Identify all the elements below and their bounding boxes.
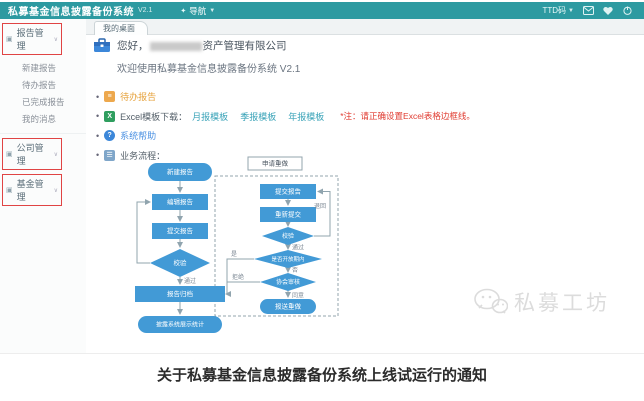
main-content: 您好， 资产管理有限公司 欢迎使用私募基金信息披露备份系统 V2.1 • ≡ 待办…: [86, 35, 644, 353]
watermark: 私募工坊: [474, 287, 610, 317]
redacted-company-name: [149, 41, 202, 51]
tab-my-desktop[interactable]: 我的桌面: [94, 21, 148, 35]
power-icon[interactable]: [623, 6, 634, 15]
sidebar-item-new-report[interactable]: 新建报告: [22, 62, 57, 73]
folder-icon: ▣: [6, 187, 13, 194]
sidebar-group-label: 公司管理: [16, 143, 44, 166]
nav-label: 导航: [189, 5, 207, 16]
notice-list: • ≡ 待办报告 • X Excel模板下载： 月报模板 季报模板 年报模板 *…: [96, 91, 475, 169]
node-resubmit: 重新提交: [275, 210, 302, 219]
folder-icon: ▣: [6, 36, 13, 43]
list-item: • ≡ 待办报告: [96, 91, 475, 102]
redo-box-title: 申请重做: [262, 159, 289, 168]
node-open-period: 是否开放期内: [271, 255, 304, 263]
annual-template-link[interactable]: 年报模板: [288, 111, 325, 122]
notebook-icon: ≡: [104, 91, 116, 102]
excel-icon: X: [104, 110, 116, 122]
briefcase-icon: [94, 38, 110, 52]
app-version: V2.1: [138, 7, 153, 14]
greeting-row: 您好， 资产管理有限公司: [93, 38, 287, 53]
node-assoc-review: 协会审核: [276, 278, 300, 286]
sidebar-group-label: 报告管理: [16, 28, 44, 51]
sidebar: ▣ 报告管理 ∨ 新建报告 待办报告 已完成报告 我的消息 ▣ 公司管理 ∨ ▣…: [0, 19, 87, 353]
node-new-report: 新建报告: [167, 167, 194, 176]
greeting-suffix: 资产管理有限公司: [202, 40, 287, 52]
chevron-icon: ∨: [53, 151, 58, 158]
edge-label-no: 否: [292, 267, 298, 274]
greeting-prefix: 您好，: [117, 40, 149, 52]
redo-flow: 提交报告 重新提交 校验 是否开放期内 协会审核 报送重做: [254, 184, 322, 314]
chevron-icon: ∨: [53, 36, 58, 43]
main-flow: 新建报告 编辑报告 提交报告 校验 报告归档 披露系统展示统计: [135, 163, 225, 333]
greeting-text: 您好， 资产管理有限公司: [117, 38, 287, 53]
help-icon: ?: [104, 130, 116, 141]
redo-box: [214, 175, 339, 317]
todo-reports-link[interactable]: 待办报告: [120, 92, 157, 102]
edge-label-back: 退回: [314, 202, 326, 210]
bullet-dot: •: [96, 111, 100, 121]
node-display-stats: 披露系统展示统计: [156, 321, 204, 329]
sidebar-submenu: 新建报告 待办报告 已完成报告 我的消息: [0, 59, 86, 127]
tab-bar: 我的桌面: [86, 19, 644, 35]
chevron-icon: ∨: [53, 187, 58, 194]
excel-download-label: Excel模板下载：: [120, 111, 188, 122]
edge-label-refuse: 拒绝: [232, 273, 244, 281]
sidebar-item-todo-report[interactable]: 待办报告: [22, 79, 57, 90]
process-icon: ☰: [104, 149, 116, 161]
wechat-logo-icon: [474, 288, 508, 314]
node-redo-validate: 校验: [282, 232, 294, 240]
list-item: • X Excel模板下载： 月报模板 季报模板 年报模板 *注：请正确设置Ex…: [96, 110, 475, 122]
edge-label-pass: 通过: [292, 244, 304, 252]
monthly-template-link[interactable]: 月报模板: [192, 111, 229, 122]
node-validate: 校验: [174, 258, 188, 267]
edge-label-agree: 同意: [292, 292, 304, 300]
excel-note: *注：请正确设置Excel表格边框线。: [340, 111, 475, 121]
quarterly-template-link[interactable]: 季报模板: [240, 111, 277, 122]
sidebar-group-label: 基金管理: [16, 179, 44, 202]
bullet-dot: •: [96, 91, 100, 102]
node-edit-report: 编辑报告: [167, 197, 194, 206]
message-icon[interactable]: [583, 6, 594, 15]
sidebar-group-report-mgmt[interactable]: ▣ 报告管理 ∨: [2, 23, 62, 55]
edge-label-yes: 是: [231, 251, 237, 258]
app-window: 私募基金信息披露备份系统 V2.1 ✦ 导航 ▼ TTD码 ▼ ▣: [0, 2, 644, 354]
sidebar-group-company-mgmt[interactable]: ▣ 公司管理 ∨: [2, 138, 62, 170]
user-menu[interactable]: TTD码 ▼: [542, 5, 574, 16]
list-item: • ☰ 业务流程：: [96, 149, 475, 161]
list-item: • ? 系统帮助: [96, 130, 475, 141]
chevron-down-icon: ▼: [568, 7, 574, 14]
article-caption: 关于私募基金信息披露备份系统上线试运行的通知: [156, 367, 487, 384]
sidebar-item-done-report[interactable]: 已完成报告: [22, 96, 65, 107]
node-redo-report: 报送重做: [275, 302, 302, 311]
edge-label-pass: 通过: [184, 277, 196, 285]
user-label: TTD码: [542, 6, 567, 15]
chevron-down-icon: ▼: [209, 7, 216, 14]
nav-menu[interactable]: ✦ 导航 ▼: [180, 5, 215, 17]
header-right: TTD码 ▼: [542, 5, 634, 16]
header-bar: 私募基金信息披露备份系统 V2.1 ✦ 导航 ▼ TTD码 ▼: [0, 2, 644, 19]
business-process-flowchart: 申请重做 新建报告 编辑报告 提交报告 校验 报告归档 披露系统展示统计 提交报…: [135, 156, 339, 333]
notification-icon[interactable]: [603, 6, 614, 15]
system-help-link[interactable]: 系统帮助: [120, 131, 157, 141]
nav-diamond-icon: ✦: [180, 7, 187, 15]
node-redo-submit: 提交报告: [275, 187, 302, 196]
divider: [0, 133, 86, 134]
node-archive: 报告归档: [167, 289, 193, 298]
folder-icon: ▣: [6, 151, 13, 158]
bullet-dot: •: [96, 130, 100, 141]
node-submit-report: 提交报告: [167, 226, 194, 235]
sidebar-item-my-messages[interactable]: 我的消息: [22, 113, 57, 124]
bullet-dot: •: [96, 150, 100, 160]
watermark-text: 私募工坊: [514, 292, 610, 315]
welcome-text: 欢迎使用私募基金信息披露备份系统 V2.1: [117, 64, 301, 75]
sidebar-group-fund-mgmt[interactable]: ▣ 基金管理 ∨: [2, 174, 62, 206]
edge-labels: 通过 通过 退回 是 否 同意 拒绝: [184, 202, 326, 300]
app-title: 私募基金信息披露备份系统: [8, 7, 134, 18]
business-process-label: 业务流程：: [120, 150, 166, 161]
